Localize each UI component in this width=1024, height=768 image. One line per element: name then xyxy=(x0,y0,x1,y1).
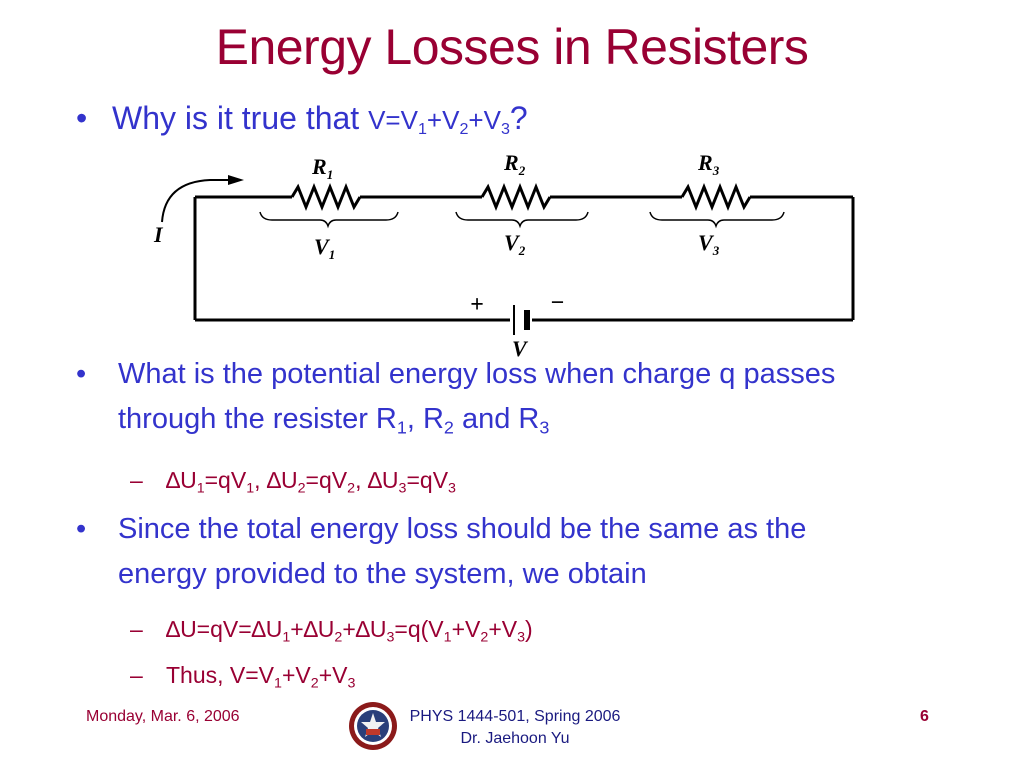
current-arrow xyxy=(161,179,232,223)
bullet-marker: • xyxy=(76,358,87,390)
resistor-r2 xyxy=(480,182,552,212)
sub-bullet-delta-u: –∆U1=qV1, ∆U2=qV2, ∆U3=qV3 xyxy=(130,467,456,497)
equation-v: V=V1+V2+V3 xyxy=(368,105,510,138)
label-v2: V2 xyxy=(504,230,526,258)
resistor-r1 xyxy=(290,182,362,212)
bullet-why-text: Why is it true that xyxy=(112,100,369,136)
university-seal-icon xyxy=(349,702,397,750)
footer-course-name: PHYS 1444-501, Spring 2006 xyxy=(409,708,621,725)
bullet-why-true: • Why is it true that V=V1+V2+V3? xyxy=(76,100,528,137)
label-battery-v: V xyxy=(512,336,529,360)
bullet-energy-loss: • What is the potential energy loss when… xyxy=(76,352,976,442)
sub-bullet-total-equation: –∆U=qV=∆U1+∆U2+∆U3=q(V1+V2+V3) xyxy=(130,616,533,646)
label-r2: R2 xyxy=(503,150,526,178)
label-plus: + xyxy=(470,292,484,318)
footer-course: PHYS 1444-501, Spring 2006 Dr. Jaehoon Y… xyxy=(400,706,630,750)
bullet-total-energy: • Since the total energy loss should be … xyxy=(76,507,976,597)
bullet-marker: • xyxy=(76,513,87,545)
label-v3: V3 xyxy=(698,230,720,258)
label-r1: R1 xyxy=(311,154,333,182)
label-minus: − xyxy=(550,290,565,316)
brace-v2 xyxy=(455,211,589,229)
resistor-r3 xyxy=(680,182,752,212)
series-circuit-diagram: R1 R2 R3 V1 V2 V3 I + − V xyxy=(153,150,855,360)
bullet-energy-loss-text: What is the potential energy loss when c… xyxy=(118,358,836,438)
label-current: I xyxy=(153,222,164,247)
brace-v1 xyxy=(259,211,399,229)
brace-v3 xyxy=(649,211,785,229)
bullet-total-energy-text: Since the total energy loss should be th… xyxy=(118,513,807,590)
page-number: 6 xyxy=(920,708,929,725)
sub-bullet-conclusion: –Thus, V=V1+V2+V3 xyxy=(130,662,356,692)
bullet-marker: • xyxy=(76,100,88,136)
slide-title: Energy Losses in Resisters xyxy=(215,19,809,75)
label-v1: V1 xyxy=(314,234,335,262)
footer-date: Monday, Mar. 6, 2006 xyxy=(86,708,240,725)
footer-author: Dr. Jaehoon Yu xyxy=(460,730,570,747)
label-r3: R3 xyxy=(697,150,720,178)
question-mark: ? xyxy=(509,100,528,136)
